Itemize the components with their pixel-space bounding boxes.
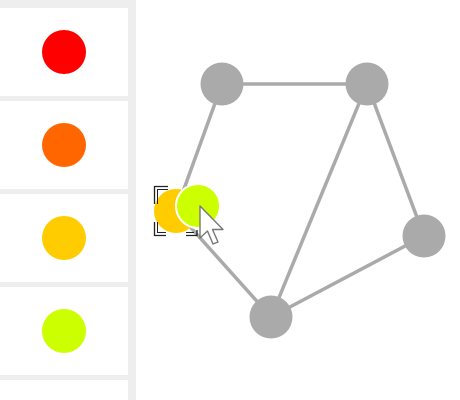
graph-canvas xyxy=(153,62,446,339)
graph-node-top-right[interactable] xyxy=(345,62,389,106)
palette-swatch-amber[interactable] xyxy=(0,194,128,282)
selection-bracket xyxy=(153,185,198,237)
graph-edge-right-bottom xyxy=(270,234,425,319)
palette-swatch-red[interactable] xyxy=(0,8,128,96)
graph-edges xyxy=(174,82,426,319)
graph-edge-top-right-right xyxy=(365,83,426,237)
graph-node-bottom[interactable] xyxy=(249,295,293,339)
palette-swatch-chartreuse[interactable] xyxy=(0,287,128,375)
swatch-dot-amber xyxy=(42,216,86,260)
graph-edge-top-right-bottom xyxy=(269,83,369,318)
arrow-cursor-icon xyxy=(199,205,224,245)
swatch-dot-orange xyxy=(42,123,86,167)
graph-node-right[interactable] xyxy=(402,214,446,258)
graph-node-top-left[interactable] xyxy=(200,62,244,106)
palette-swatch-partial xyxy=(0,380,128,400)
graph-edge-bottom-left xyxy=(174,209,273,319)
swatch-dot-red xyxy=(42,30,86,74)
swatch-dot-chartreuse xyxy=(42,309,86,353)
palette-swatch-orange[interactable] xyxy=(0,101,128,189)
color-palette xyxy=(0,0,136,400)
selection-inner-corners xyxy=(157,189,194,233)
graph-board xyxy=(136,0,460,400)
selection-corners xyxy=(153,185,198,237)
